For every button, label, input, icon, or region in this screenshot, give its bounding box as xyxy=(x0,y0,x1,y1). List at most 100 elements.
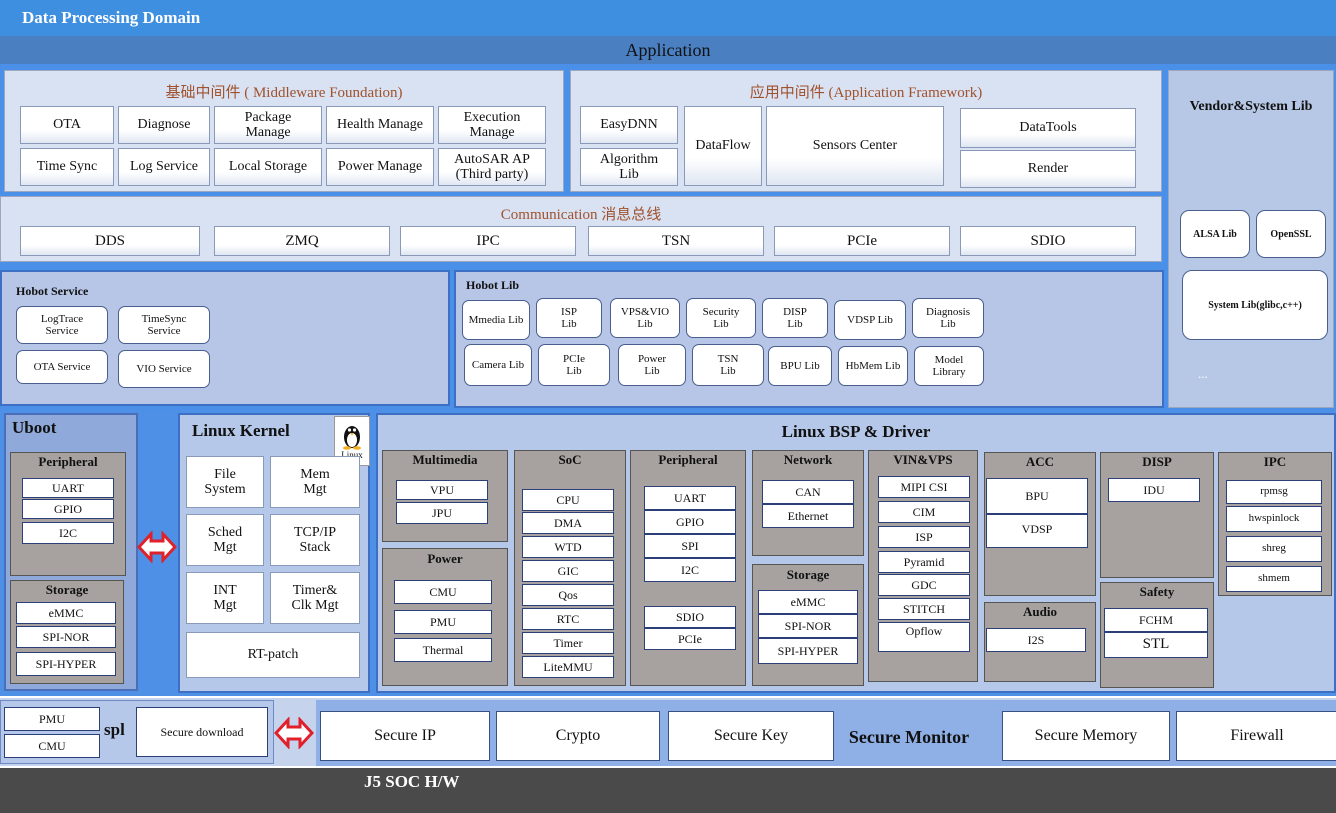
bsp-sdio: SDIO xyxy=(644,606,736,628)
uboot-uart: UART xyxy=(22,478,114,498)
uboot-title: Uboot xyxy=(12,418,57,437)
comm-tsn: TSN xyxy=(588,226,764,256)
secure-ip: Secure IP xyxy=(320,711,490,761)
bsp-vinvps-title: VIN&VPS xyxy=(893,452,953,467)
bsp-bpu: BPU xyxy=(986,478,1088,514)
tux-penguin-icon xyxy=(343,426,361,450)
hobot-lib-title: Hobot Lib xyxy=(466,278,520,292)
bsp-acc-title: ACC xyxy=(1025,454,1055,469)
hs-ota-service: OTA Service xyxy=(16,350,108,384)
mw-local-storage: Local Storage xyxy=(214,148,322,186)
bsp-can: CAN xyxy=(762,480,854,504)
mw-package-manage: Package Manage xyxy=(214,106,322,144)
spl-pmu: PMU xyxy=(4,707,100,731)
comm-sdio: SDIO xyxy=(960,226,1136,256)
hl-power-lib: Power Lib xyxy=(618,344,686,386)
hl-vpsvio-lib: VPS&VIO Lib xyxy=(610,298,680,338)
bsp-cim: CIM xyxy=(878,501,970,523)
vendor-openssl: OpenSSL xyxy=(1256,210,1326,258)
bsp-pyramid: Pyramid xyxy=(878,551,970,573)
bsp-i2s: I2S xyxy=(986,628,1086,652)
bsp-vdsp: VDSP xyxy=(986,514,1088,548)
vendor-system-lib: System Lib(glibc,c++) xyxy=(1182,270,1328,340)
spl-cmu: CMU xyxy=(4,734,100,758)
bsp-gic: GIC xyxy=(522,560,614,582)
vendor-alsa-lib: ALSA Lib xyxy=(1180,210,1250,258)
uboot-spi-nor: SPI-NOR xyxy=(16,626,116,648)
bsp-shmem: shmem xyxy=(1226,566,1322,592)
secure-key: Secure Key xyxy=(668,711,834,761)
bsp-idu: IDU xyxy=(1108,478,1200,502)
mw-autosar-ap: AutoSAR AP (Third party) xyxy=(438,148,546,186)
linux-logo-label: Linux xyxy=(341,450,363,460)
bsp-safety-title: Safety xyxy=(1139,584,1175,599)
mw-execution-manage: Execution Manage xyxy=(438,106,546,144)
mw-diagnose: Diagnose xyxy=(118,106,210,144)
bsp-audio-title: Audio xyxy=(1023,604,1057,619)
bsp-spi-hyper: SPI-HYPER xyxy=(758,638,858,664)
bsp-uart: UART xyxy=(644,486,736,510)
bsp-fchm: FCHM xyxy=(1104,608,1208,632)
bsp-title: Linux BSP & Driver xyxy=(781,422,931,441)
kernel-mem-mgt: Mem Mgt xyxy=(270,456,360,508)
bsp-spi: SPI xyxy=(644,534,736,558)
hobot-lib-panel xyxy=(454,270,1164,408)
bsp-stl: STL xyxy=(1104,632,1208,658)
secure-crypto: Crypto xyxy=(496,711,660,761)
hl-isp-lib: ISP Lib xyxy=(536,298,602,338)
communication-title: Communication 消息总线 xyxy=(500,206,662,223)
bsp-spi-nor: SPI-NOR xyxy=(758,614,858,638)
bsp-gdc: GDC xyxy=(878,574,970,596)
hs-timesync-service: TimeSync Service xyxy=(118,306,210,344)
bsp-vpu: VPU xyxy=(396,480,488,500)
bsp-wtd: WTD xyxy=(522,536,614,558)
bsp-timer: Timer xyxy=(522,632,614,654)
hs-vio-service: VIO Service xyxy=(118,350,210,388)
bsp-emmc: eMMC xyxy=(758,590,858,614)
bsp-peripheral-title: Peripheral xyxy=(658,452,718,467)
secure-firewall: Firewall xyxy=(1176,711,1336,761)
mw-time-sync: Time Sync xyxy=(20,148,114,186)
mw-ota: OTA xyxy=(20,106,114,144)
domain-title-bar: Data Processing Domain xyxy=(0,0,1336,36)
comm-dds: DDS xyxy=(20,226,200,256)
af-datatools: DataTools xyxy=(960,108,1136,148)
application-bar: Application xyxy=(0,36,1336,64)
bsp-multimedia-title: Multimedia xyxy=(412,452,478,467)
kernel-title: Linux Kernel xyxy=(192,421,290,440)
comm-pcie: PCIe xyxy=(774,226,950,256)
bsp-cmu: CMU xyxy=(394,580,492,604)
hl-bpu-lib: BPU Lib xyxy=(768,346,832,386)
hl-camera-lib: Camera Lib xyxy=(464,344,532,386)
secure-memory: Secure Memory xyxy=(1002,711,1170,761)
bsp-pcie: PCIe xyxy=(644,628,736,650)
hl-pcie-lib: PCIe Lib xyxy=(538,344,610,386)
bsp-network-title: Network xyxy=(783,452,833,467)
hl-hbmem-lib: HbMem Lib xyxy=(838,346,908,386)
kernel-rt-patch: RT-patch xyxy=(186,632,360,678)
hl-mmedia-lib: Mmedia Lib xyxy=(462,300,530,340)
bsp-stitch: STITCH xyxy=(878,598,970,620)
hobot-service-title: Hobot Service xyxy=(16,284,89,298)
hl-vdsp-lib: VDSP Lib xyxy=(834,300,906,340)
mw-health-manage: Health Manage xyxy=(326,106,434,144)
bsp-gpio: GPIO xyxy=(644,510,736,534)
af-sensors-center: Sensors Center xyxy=(766,106,944,186)
bsp-rpmsg: rpmsg xyxy=(1226,480,1322,504)
domain-title: Data Processing Domain xyxy=(22,8,201,27)
bsp-i2c: I2C xyxy=(644,558,736,582)
bsp-qos: Qos xyxy=(522,584,614,606)
bsp-soc-title: SoC xyxy=(558,452,582,467)
kernel-file-system: File System xyxy=(186,456,264,508)
vendor-more: ... xyxy=(1198,366,1208,381)
soc-hw-bar: J5 SOC H/W xyxy=(0,768,1336,813)
bsp-disp-group xyxy=(1100,452,1214,578)
hl-disp-lib: DISP Lib xyxy=(762,298,828,338)
comm-zmq: ZMQ xyxy=(214,226,390,256)
hs-logtrace-service: LogTrace Service xyxy=(16,306,108,344)
af-dataflow: DataFlow xyxy=(684,106,762,186)
af-algorithm-lib: Algorithm Lib xyxy=(580,148,678,186)
bsp-cpu: CPU xyxy=(522,489,614,511)
bsp-mipi-csi: MIPI CSI xyxy=(878,476,970,498)
bsp-disp-title: DISP xyxy=(1142,454,1172,469)
